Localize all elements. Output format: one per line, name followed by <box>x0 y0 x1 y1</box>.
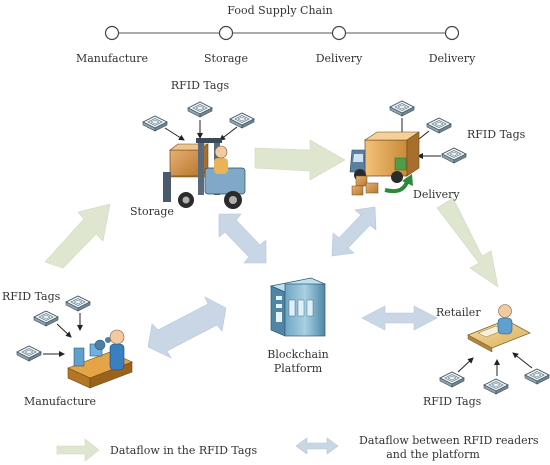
legend-platform-flow-label-line2: and the platform <box>386 448 480 461</box>
rfid-tags-label-manufacture: RFID Tags <box>2 290 61 303</box>
rfid-tag-icon <box>16 345 42 362</box>
tag-arrow <box>512 352 533 369</box>
rfid-tag-icon <box>441 147 467 164</box>
rfid-flow-arrow-delivery-to-retailer <box>436 197 499 288</box>
rfid-dataflow-arrows <box>44 139 499 462</box>
platform-flow-arrow-storage <box>218 213 267 264</box>
retailer-label: Retailer <box>436 306 481 319</box>
timeline-label-storage: Storage <box>204 52 248 65</box>
platform-flow-arrow-retailer <box>361 305 438 331</box>
storage-label: Storage <box>130 205 174 218</box>
tag-arrow <box>164 127 185 141</box>
legend-rfid-flow-label: Dataflow in the RFID Tags <box>110 444 258 457</box>
manufacture-factory-icon <box>67 329 133 389</box>
legend-rfid-flow-arrow <box>56 438 100 462</box>
timeline-label-delivery-2: Delivery <box>428 52 476 65</box>
platform-flow-arrow-delivery <box>331 206 377 257</box>
platform-dataflow-arrows <box>147 206 438 455</box>
rfid-tag-icon <box>439 371 465 388</box>
rfid-tags-label-delivery: RFID Tags <box>467 128 526 141</box>
rfid-tag-icon <box>187 101 213 118</box>
retailer-desk-icon <box>467 304 531 353</box>
timeline-node-delivery <box>331 25 347 41</box>
legend-platform-flow-arrow <box>295 437 339 455</box>
timeline-node-storage <box>218 25 234 41</box>
rfid-tag-icon <box>524 368 550 385</box>
timeline-node-manufacture <box>104 25 120 41</box>
timeline-node-delivery-2 <box>444 25 460 41</box>
rfid-tag-icon <box>33 310 59 327</box>
blockchain-server-icon <box>269 277 327 337</box>
manufacture-label: Manufacture <box>24 395 97 408</box>
timeline-label-delivery: Delivery <box>315 52 363 65</box>
delivery-truck-icon <box>349 131 420 196</box>
platform-flow-arrow-manufacture <box>147 296 227 359</box>
rfid-tag-icon <box>426 117 452 134</box>
rfid-tag-icon <box>65 295 91 312</box>
delivery-label: Delivery <box>413 188 460 201</box>
tag-arrow <box>457 357 474 373</box>
storage-forklift-icon <box>163 138 246 209</box>
rfid-tags-label-storage: RFID Tags <box>170 79 230 92</box>
timeline-label-manufacture: Manufacture <box>75 52 149 65</box>
rfid-tags-label-retailer: RFID Tags <box>423 395 482 408</box>
rfid-tag-icon <box>483 378 509 395</box>
blockchain-platform-label-line2: Platform <box>273 362 323 375</box>
diagram-title: Food Supply Chain <box>227 4 333 17</box>
rfid-flow-arrow-storage-to-delivery <box>254 139 346 181</box>
tag-arrow <box>56 323 72 338</box>
rfid-tag-icon <box>229 112 255 129</box>
blockchain-platform-label-line1: Blockchain <box>267 348 329 361</box>
rfid-tag-icon <box>389 100 415 117</box>
rfid-flow-arrow-manufacture-to-storage <box>44 203 111 269</box>
legend-platform-flow-label-line1: Dataflow between RFID readers <box>359 434 539 447</box>
rfid-tag-icon <box>142 115 168 132</box>
supply-chain-timeline <box>104 25 460 41</box>
tag-arrow <box>219 126 238 141</box>
